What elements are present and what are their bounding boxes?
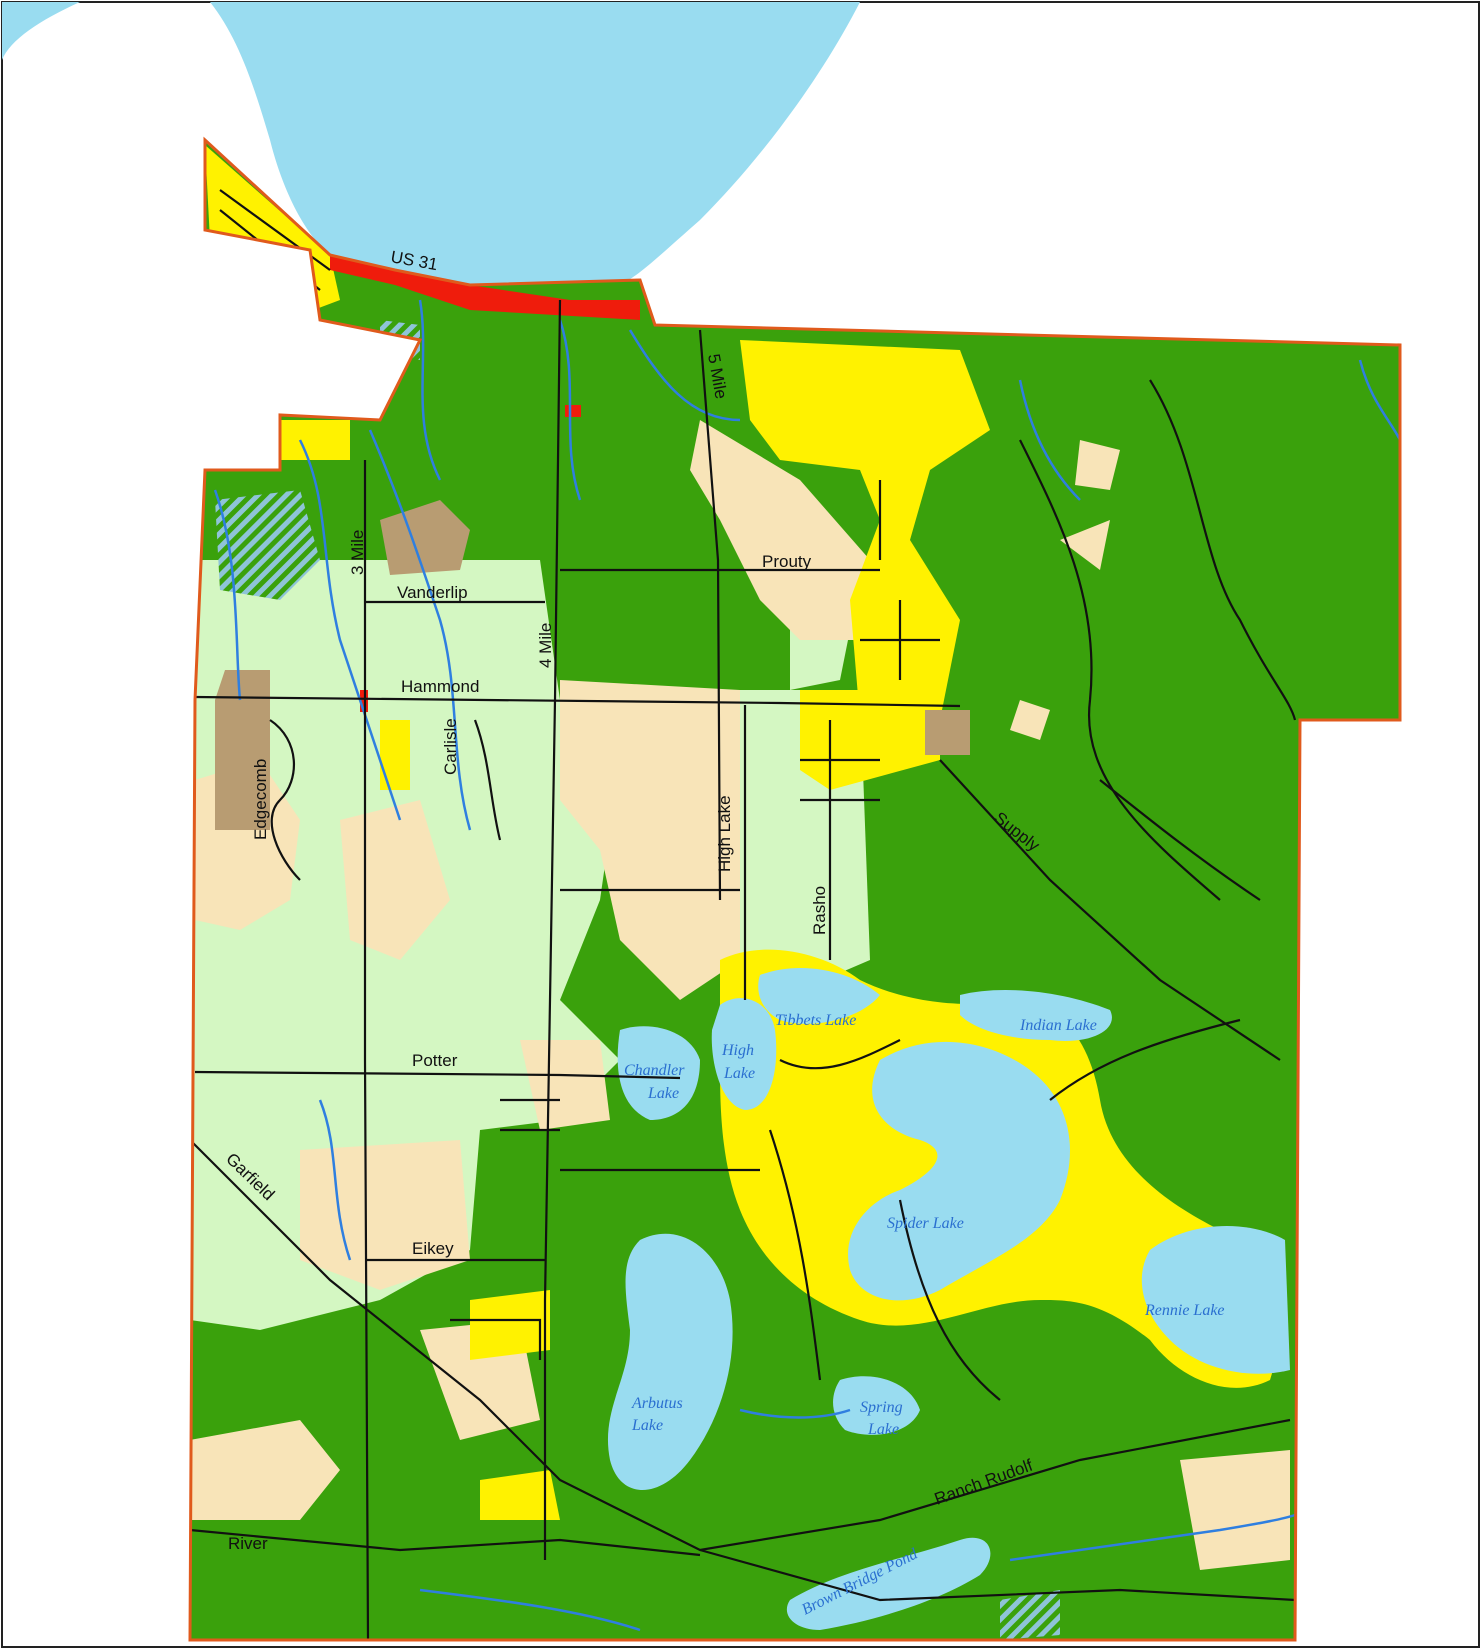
road-hammond	[194, 695, 961, 708]
label-chandler-lake-2: Lake	[647, 1085, 679, 1102]
label-indian-lake: Indian Lake	[1019, 1017, 1097, 1034]
wetland-northwest	[215, 490, 320, 600]
bay-water	[2, 2, 860, 285]
agriculture-east	[1010, 440, 1290, 1570]
label-chandler-lake-1: Chandler	[624, 1062, 685, 1079]
label-4-mile: 4 Mile	[536, 623, 555, 668]
spring-lake	[833, 1376, 920, 1435]
road-east-3	[1049, 1018, 1241, 1101]
label-arbutus-lake-1: Arbutus	[631, 1395, 683, 1412]
road-northeast	[1149, 379, 1297, 721]
label-arbutus-lake-2: Lake	[631, 1417, 663, 1434]
label-high-lake-2: Lake	[723, 1065, 755, 1082]
agriculture-south	[300, 1040, 610, 1290]
road-supply	[939, 759, 1281, 1061]
extractive-edgecomb	[215, 670, 270, 830]
label-potter: Potter	[412, 1051, 458, 1070]
spider-lake	[848, 1041, 1070, 1301]
road-garfield	[190, 1139, 1291, 1552]
township-boundary	[188, 136, 1402, 1642]
residential-west	[280, 420, 410, 790]
road-south	[699, 1548, 1296, 1602]
road-edgecomb-loop	[269, 719, 301, 881]
label-high-lake-1: High	[721, 1042, 754, 1059]
label-tibbets-lake: Tibbets Lake	[775, 1012, 856, 1029]
chandler-lake	[617, 1026, 700, 1120]
road-4-mile	[543, 299, 562, 1560]
agriculture-north	[690, 420, 880, 640]
brown-bridge-pond	[786, 1537, 991, 1630]
residential-south-center	[470, 1290, 560, 1520]
road-5-mile	[698, 329, 722, 901]
arbutus-lake	[607, 1233, 733, 1490]
commercial-us31	[330, 250, 640, 320]
label-edgecomb: Edgecomb	[251, 759, 270, 840]
road-network	[190, 189, 1297, 1640]
road-subdivision-hammond	[800, 758, 880, 802]
road-subdivision-north	[860, 480, 940, 680]
road-subdivision-potter	[500, 1098, 560, 1132]
road-carlisle-spur	[473, 719, 502, 841]
road-east-forest	[1019, 439, 1221, 901]
tibbets-lake	[758, 967, 880, 1024]
road-lakes-west	[768, 1129, 822, 1381]
label-eikey: Eikey	[412, 1239, 454, 1258]
rennie-lake	[1141, 1226, 1290, 1374]
residential-hammond-east	[800, 690, 940, 790]
road-lakes-south	[898, 1199, 1001, 1401]
agriculture-sw	[190, 1320, 540, 1520]
road-subdivision-south	[450, 1318, 542, 1360]
open-land-north	[380, 560, 850, 690]
label-rennie-lake: Rennie Lake	[1144, 1302, 1225, 1319]
road-potter	[194, 1070, 681, 1080]
label-hammond: Hammond	[401, 677, 479, 696]
road-east-2	[1099, 779, 1261, 901]
road-3-mile	[363, 460, 370, 1640]
extractive-east	[925, 710, 970, 755]
label-spider-lake: Spider Lake	[887, 1215, 964, 1232]
label-spring-lake-1: Spring	[860, 1399, 903, 1416]
label-high-lake-rd: High Lake	[715, 795, 734, 872]
label-river: River	[228, 1534, 268, 1553]
label-carlisle: Carlisle	[441, 718, 460, 775]
streams	[213, 299, 1400, 1632]
label-rasho: Rasho	[810, 886, 829, 935]
wetland-south	[1000, 1590, 1060, 1640]
label-3-mile: 3 Mile	[348, 530, 367, 575]
road-river	[190, 1528, 701, 1557]
label-prouty: Prouty	[762, 552, 812, 571]
residential-5mile	[740, 340, 990, 720]
road-tibbets	[779, 1039, 901, 1070]
label-spring-lake-2: Lake	[867, 1421, 899, 1438]
agriculture-central	[560, 680, 740, 1000]
label-vanderlip: Vanderlip	[397, 583, 468, 602]
commercial-4mile	[565, 405, 581, 417]
extractive-vanderlip	[380, 500, 470, 575]
high-lake	[711, 998, 777, 1110]
indian-lake	[960, 990, 1112, 1041]
